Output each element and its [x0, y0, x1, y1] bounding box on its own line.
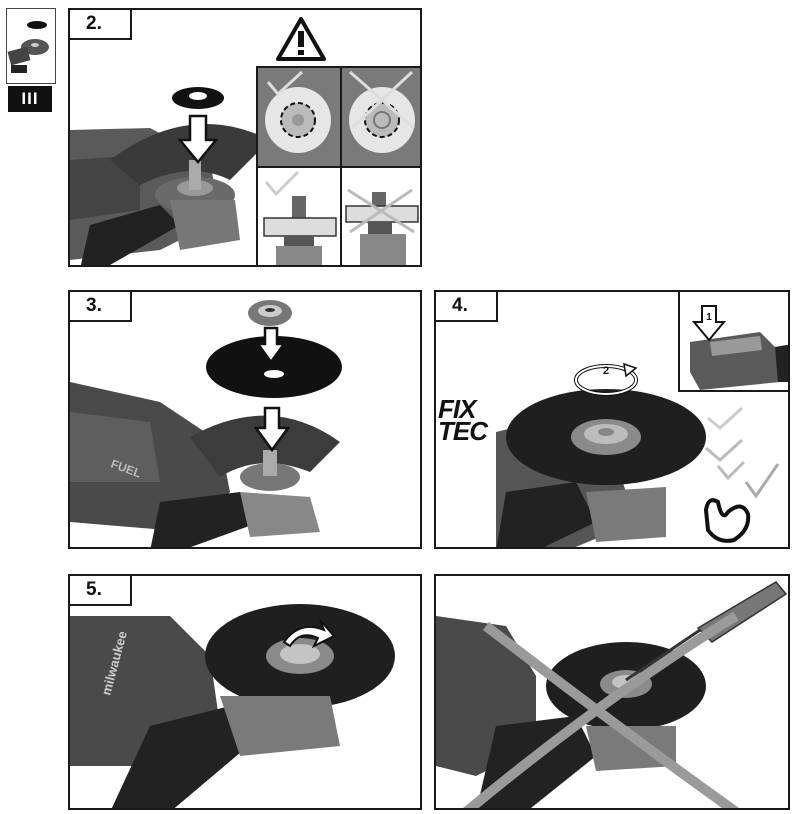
- fixtec-line2: TEC: [438, 416, 488, 446]
- rotate-arrow-icon: 2: [574, 362, 638, 396]
- flange-nut-ring: [172, 87, 224, 109]
- arrow-down-icon: [256, 326, 286, 364]
- comparison-grid: [256, 66, 420, 265]
- cross-icon: [462, 611, 739, 808]
- fixtec-line1: FIX: [438, 394, 476, 424]
- step-label: 4.: [436, 292, 498, 322]
- panel-step-5: 5. milwaukee: [68, 574, 422, 810]
- grinder-illustration: FUEL: [70, 382, 340, 547]
- check-icon: [266, 70, 304, 97]
- cross-icon: [349, 70, 415, 130]
- warning-triangle-icon: [276, 17, 326, 61]
- correct-flange-view: [258, 68, 342, 168]
- grinder-illustration: [70, 124, 270, 265]
- arrow-down-icon: [178, 114, 218, 164]
- grinder-illustration: [436, 581, 788, 808]
- strong-arm-icon: [703, 498, 751, 543]
- wrong-flange-view: [342, 68, 420, 168]
- step-label: 2.: [70, 10, 132, 40]
- wrong-side-view: [342, 168, 420, 265]
- panel-step-3: 3. FUEL: [68, 290, 422, 549]
- rotate-arrow-icon: [282, 619, 336, 649]
- grinder-illustration: milwaukee: [70, 604, 395, 808]
- panel-wrong-use: [434, 574, 790, 810]
- check-icon: [744, 463, 780, 499]
- tighten-indicators: [703, 406, 780, 543]
- svg-text:2: 2: [603, 365, 609, 377]
- correct-side-view: [258, 168, 342, 265]
- side-thumbnail: [6, 8, 56, 84]
- cross-icon: [347, 188, 415, 234]
- arrow-down-icon: [254, 406, 290, 452]
- fixtec-logo: FIX TEC: [438, 394, 494, 446]
- svg-text:1: 1: [706, 312, 712, 323]
- cutting-disc: [206, 336, 342, 398]
- panel-step-4: 4. 2 1: [434, 290, 790, 549]
- grinder-illustration: [496, 389, 706, 547]
- panel-step-2: 2.: [68, 8, 422, 267]
- flange-nut: [248, 300, 292, 326]
- step-label: 3.: [70, 292, 132, 322]
- inset-battery-press: 1: [678, 292, 788, 392]
- check-icon: [264, 170, 300, 197]
- section-roman-label: III: [8, 86, 52, 112]
- step-label: 5.: [70, 576, 132, 606]
